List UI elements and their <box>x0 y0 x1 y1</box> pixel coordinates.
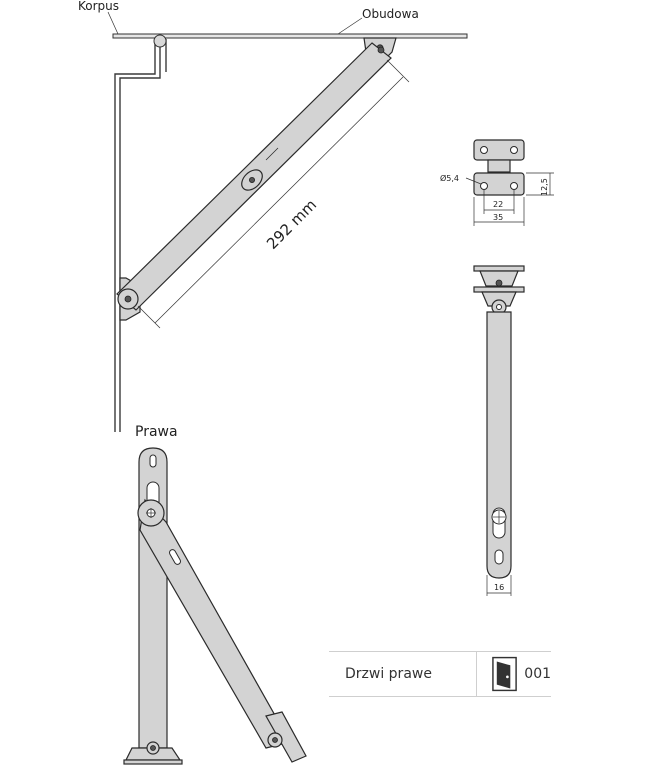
cabinet-wall-inner <box>119 39 161 432</box>
length-extension-a <box>137 305 161 329</box>
arm-top-plate <box>473 265 525 272</box>
length-dimension-line <box>154 76 404 324</box>
height-label: 12,5 <box>540 178 549 196</box>
bracket-base-hole-right <box>510 182 518 190</box>
legend-box: Drzwi prawe 001 <box>329 651 551 697</box>
bracket-top-hole-right <box>510 146 518 154</box>
obudowa-label: Obudowa <box>362 7 419 21</box>
bracket-detail: Ø5,4 22 35 12,5 <box>440 139 554 226</box>
bracket-base-hole-left <box>480 182 488 190</box>
arm-width-label: 16 <box>494 583 504 592</box>
spacing-label: 22 <box>493 200 503 209</box>
bracket-neck <box>487 159 511 173</box>
arm-front-view: 16 <box>473 265 525 596</box>
hole-diameter-label: Ø5,4 <box>440 173 459 183</box>
diagonal-arm-slot <box>169 549 181 565</box>
cabinet-wall <box>114 39 156 432</box>
bracket-top-hole-left <box>480 146 488 154</box>
arm-slot <box>265 147 279 161</box>
lid-board <box>112 33 468 39</box>
obudowa-leader <box>337 17 363 35</box>
diagonal-lower-bracket <box>265 711 307 763</box>
base-pin-center <box>150 745 156 751</box>
arm-pivot-lower <box>124 295 132 303</box>
hinge-knuckle <box>153 34 167 48</box>
width-label: 35 <box>493 213 503 222</box>
legend-code: 001 <box>524 666 552 682</box>
arm-lower-pin-center <box>496 304 502 310</box>
base-foot <box>123 759 183 765</box>
arm-lower-block <box>481 291 517 307</box>
length-extension-b <box>386 59 410 83</box>
legend-text: Drzwi prawe <box>345 666 432 682</box>
length-label: 292 mm <box>263 196 320 253</box>
arm-joint-pin <box>248 176 255 183</box>
right-variant-view: Prawa <box>123 424 307 765</box>
variant-label: Prawa <box>135 424 178 440</box>
arm-pivot-upper <box>377 46 385 54</box>
bracket-base-plate <box>473 172 525 196</box>
right-door-icon <box>492 656 518 692</box>
vertical-bar-top-slot <box>149 454 157 468</box>
arm-top-pin <box>495 279 503 287</box>
mounted-view: 292 mm Korpus Obudowa <box>78 0 468 432</box>
korpus-leader <box>107 11 119 35</box>
hole-diameter-leader <box>465 177 482 185</box>
arm-top-block <box>479 270 519 287</box>
diagonal-lower-pin-center <box>272 737 278 743</box>
legend-separator <box>476 652 478 696</box>
arm-mid-plate <box>473 286 525 293</box>
arm-small-slot <box>494 549 504 565</box>
korpus-label: Korpus <box>78 0 119 13</box>
